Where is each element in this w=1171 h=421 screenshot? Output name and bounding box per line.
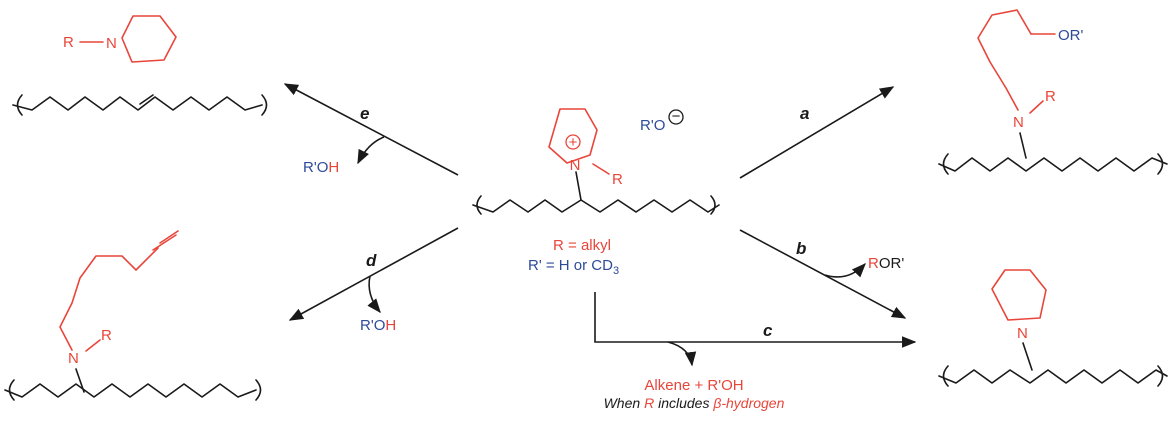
- arrow-d-byproduct-curve: [367, 275, 381, 314]
- center-n-atom: N: [570, 157, 581, 174]
- bottom-left-n: N: [68, 350, 79, 367]
- bottom-right-right-bracket: [1157, 365, 1164, 387]
- label-c: c: [763, 321, 773, 340]
- arrow-c: [594, 292, 917, 348]
- bottom-left-vinyl-double: [159, 230, 179, 244]
- arrow-c-byproduct-curve: [667, 341, 697, 367]
- center-n-r-bond: [592, 163, 610, 175]
- arrow-e: [283, 83, 459, 176]
- center-anion-charge: −: [672, 108, 681, 125]
- bottom-left-r: R: [101, 327, 112, 344]
- bottom-right-left-bracket: [942, 365, 949, 387]
- byproduct-b: ROR': [868, 255, 904, 272]
- bottom-left-chain: [59, 247, 159, 351]
- center-piperidinium-ring: [548, 108, 598, 164]
- center-ch-n-bond: [575, 171, 582, 201]
- byproduct-d: R'OH: [360, 317, 396, 334]
- byproduct-c: Alkene + R'OH: [644, 377, 743, 394]
- arrow-b: [739, 229, 907, 319]
- arrow-d: [288, 227, 459, 321]
- bottom-right-backbone: [938, 369, 1168, 384]
- top-left-piperidine-ring: [121, 15, 177, 63]
- product-a: OR' N R: [938, 9, 1168, 175]
- bottom-left-right-bracket: [255, 379, 262, 401]
- label-a: a: [800, 104, 809, 123]
- arrow-e-byproduct-curve: [357, 136, 385, 165]
- label-d: d: [366, 251, 377, 270]
- top-right-n-ch-bond: [1019, 132, 1027, 159]
- bottom-right-n: N: [1017, 325, 1028, 342]
- top-right-r: R: [1045, 88, 1056, 105]
- top-right-left-bracket: [942, 153, 949, 175]
- center-right-bracket: [710, 195, 716, 215]
- bottom-right-piperidine-ring: [991, 269, 1047, 321]
- arrow-b-byproduct-curve: [824, 262, 866, 278]
- top-left-n: N: [106, 35, 117, 52]
- top-left-right-bracket: [261, 94, 268, 116]
- center-left-bracket: [476, 195, 482, 215]
- bottom-left-backbone: [4, 383, 257, 398]
- center-charge-circle: [565, 134, 581, 150]
- label-b: b: [796, 239, 806, 258]
- top-left-double-bond: [139, 94, 154, 105]
- top-right-right-bracket: [1157, 153, 1164, 175]
- bottom-right-n-ch-bond: [1022, 342, 1033, 371]
- bottom-left-n-r-bond: [85, 339, 101, 352]
- center-r-group: R: [612, 171, 623, 188]
- center-rprime-definition: R' = H or CD3: [528, 257, 619, 277]
- top-right-backbone: [938, 157, 1168, 172]
- center-anion: R'O: [640, 117, 665, 134]
- label-e: e: [360, 104, 369, 123]
- center-backbone: [472, 199, 720, 213]
- product-e: R N: [12, 15, 268, 116]
- product-d: N R: [4, 230, 262, 401]
- bottom-left-left-bracket: [8, 379, 15, 401]
- top-left-left-bracket: [16, 94, 23, 116]
- center-r-definition: R = alkyl: [553, 237, 611, 254]
- top-left-r: R: [63, 34, 74, 51]
- top-right-n-r-bond: [1029, 100, 1044, 114]
- top-right-or-prime: OR': [1058, 27, 1084, 44]
- top-left-backbone: [12, 96, 263, 111]
- byproduct-c-note: When R includes β-hydrogen: [604, 395, 785, 411]
- arrow-a: [739, 86, 895, 179]
- center-anion-charge-circle: [668, 109, 684, 125]
- top-right-chain: [977, 9, 1032, 111]
- center-charge: +: [569, 134, 578, 151]
- center-reactant: + N R R'O − R = alkyl R' = H or CD3: [472, 108, 720, 277]
- product-bc: N: [938, 269, 1168, 387]
- byproduct-e: R'OH: [303, 159, 339, 176]
- bottom-left-vinyl-single: [152, 234, 177, 251]
- top-right-n: N: [1013, 114, 1024, 131]
